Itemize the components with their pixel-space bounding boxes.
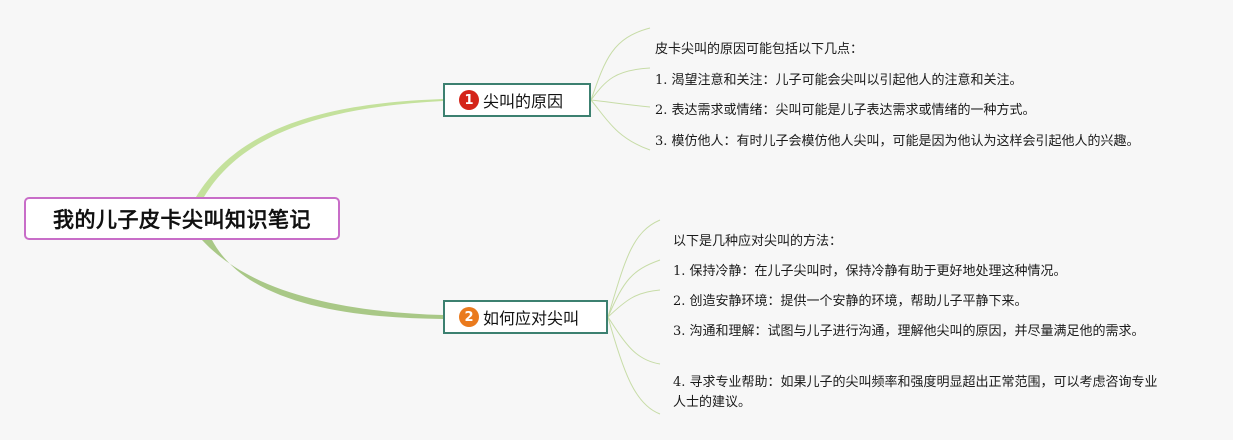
branch-1-connector	[196, 99, 443, 197]
leaf-item[interactable]: 2. 表达需求或情绪：尖叫可能是儿子表达需求或情绪的一种方式。	[655, 103, 1036, 118]
priority-2-icon: 2	[459, 307, 479, 327]
leaf-intro[interactable]: 皮卡尖叫的原因可能包括以下几点：	[655, 42, 864, 57]
topic-how-to-handle-screaming[interactable]: 2 如何应对尖叫	[443, 300, 608, 334]
leaf-connector	[590, 99, 651, 108]
leaf-item[interactable]: 1. 保持冷静：在儿子尖叫时，保持冷静有助于更好地处理这种情况。	[673, 264, 1067, 279]
leaf-item[interactable]: 4. 寻求专业帮助：如果儿子的尖叫频率和强度明显超出正常范围，可以考虑咨询专业人…	[673, 375, 1158, 410]
leaf-intro[interactable]: 以下是几种应对尖叫的方法：	[673, 234, 843, 249]
topic-causes-of-screaming[interactable]: 1 尖叫的原因	[443, 83, 591, 117]
leaf-item[interactable]: 2. 创造安静环境：提供一个安静的环境，帮助儿子平静下来。	[673, 294, 1028, 309]
leaf-connector	[607, 316, 661, 365]
branch-2-connector	[202, 240, 443, 319]
leaf-connector	[607, 219, 661, 318]
leaf-item[interactable]: 1. 渴望注意和关注：儿子可能会尖叫以引起他人的注意和关注。	[655, 73, 1023, 88]
leaf-connector	[590, 67, 651, 101]
root-title: 我的儿子皮卡尖叫知识笔记	[53, 207, 311, 232]
leaf-connector	[590, 99, 651, 151]
topic-label: 如何应对尖叫	[483, 309, 580, 328]
leaf-connector	[607, 316, 661, 415]
priority-1-icon: 1	[459, 90, 479, 110]
leaf-item[interactable]: 3. 沟通和理解：试图与儿子进行沟通，理解他尖叫的原因，并尽量满足他的需求。	[673, 324, 1145, 339]
branch-1-leaf-connectors	[590, 27, 651, 151]
leaf-connector	[607, 259, 661, 318]
topic-label: 尖叫的原因	[483, 92, 564, 111]
leaf-connector	[607, 289, 661, 318]
branch-2-leaf-connectors	[607, 219, 661, 415]
leaf-connector	[590, 27, 651, 101]
root-topic[interactable]: 我的儿子皮卡尖叫知识笔记	[24, 197, 340, 240]
leaf-item[interactable]: 3. 模仿他人：有时儿子会模仿他人尖叫，可能是因为他认为这样会引起他人的兴趣。	[655, 134, 1140, 149]
